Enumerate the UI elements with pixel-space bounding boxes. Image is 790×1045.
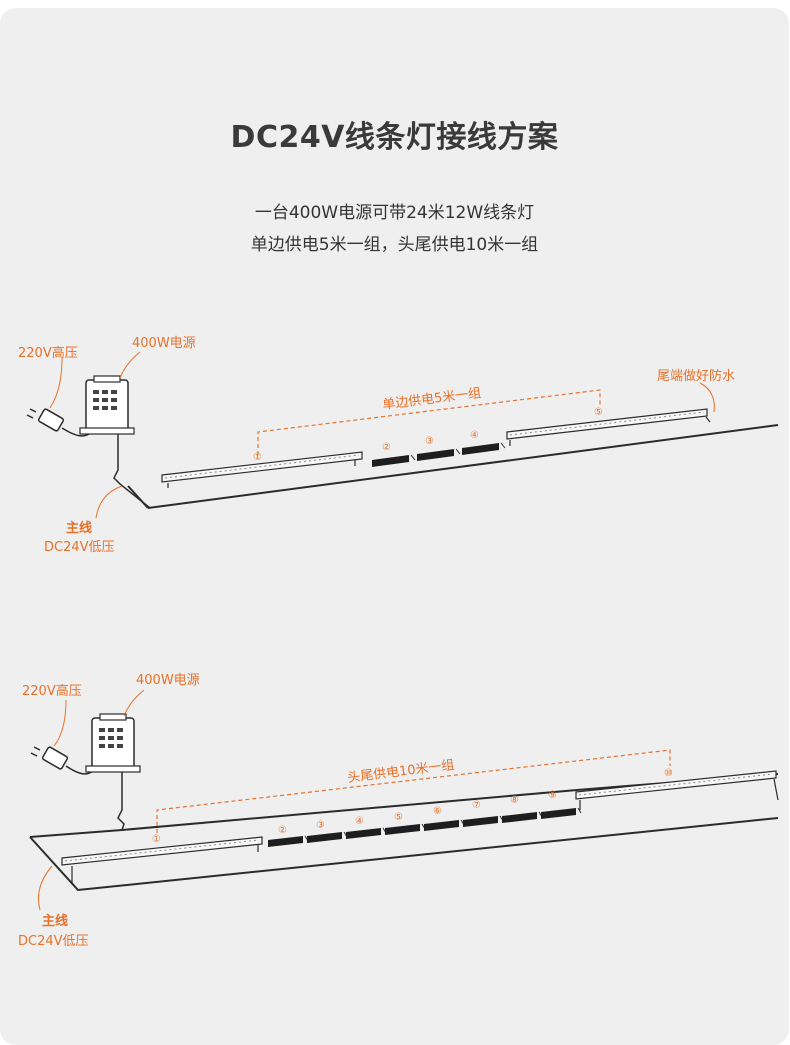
label-main-cable: 主线 bbox=[66, 520, 92, 536]
number-3: ③ bbox=[316, 820, 325, 831]
light-bar-5 bbox=[385, 823, 426, 835]
number-1: ① bbox=[152, 834, 161, 845]
light-bar-6 bbox=[424, 819, 465, 831]
number-2: ② bbox=[278, 825, 287, 836]
light-bar-7 bbox=[463, 815, 504, 827]
background-card: DC24V线条灯接线方案 一台400W电源可带24米12W线条灯 单边供电5米一… bbox=[0, 8, 789, 1045]
number-10: ⑩ bbox=[664, 768, 673, 779]
number-3: ③ bbox=[425, 436, 434, 447]
group-bracket bbox=[156, 749, 671, 833]
number-7: ⑦ bbox=[472, 800, 481, 811]
number-5: ⑤ bbox=[394, 812, 403, 823]
power-supply-icon bbox=[85, 713, 141, 773]
main-cable bbox=[113, 434, 151, 509]
wiring-diagram-single-feed: 220V高压 400W电源 单边供电5米一组 尾端做好防水 主线 DC24V低压… bbox=[18, 336, 779, 555]
wiring-diagram-dual-feed: 220V高压 400W电源 头尾供电10米一组 主线 DC24V低压 ① ② ③… bbox=[18, 673, 779, 949]
number-5: ⑤ bbox=[594, 407, 603, 418]
light-bar-2 bbox=[268, 835, 309, 847]
number-4: ④ bbox=[470, 430, 479, 441]
label-group: 单边供电5米一组 bbox=[382, 386, 482, 413]
light-bar-4 bbox=[346, 827, 387, 839]
ground-plane-outline bbox=[147, 424, 779, 509]
power-supply-icon bbox=[79, 375, 135, 435]
light-bar-8 bbox=[502, 811, 543, 823]
label-dc-low-voltage: DC24V低压 bbox=[18, 934, 89, 949]
label-waterproof-end: 尾端做好防水 bbox=[657, 368, 735, 384]
label-220v: 220V高压 bbox=[22, 683, 82, 699]
light-bar-3 bbox=[307, 831, 348, 843]
label-main-cable: 主线 bbox=[42, 913, 68, 929]
light-bar-10 bbox=[575, 770, 779, 810]
light-bar-9 bbox=[541, 807, 582, 819]
label-dc-low-voltage: DC24V低压 bbox=[44, 540, 115, 555]
page-title: DC24V线条灯接线方案 bbox=[230, 120, 559, 155]
subtitle-line-2: 单边供电5米一组，头尾供电10米一组 bbox=[250, 235, 539, 255]
light-bar-5 bbox=[506, 408, 711, 446]
label-220v: 220V高压 bbox=[18, 345, 78, 361]
subtitle-line-1: 一台400W电源可带24米12W线条灯 bbox=[254, 203, 535, 223]
main-cable bbox=[117, 772, 125, 831]
number-8: ⑧ bbox=[510, 795, 519, 806]
light-bar-4 bbox=[462, 442, 506, 455]
label-power-supply: 400W电源 bbox=[136, 673, 200, 688]
number-4: ④ bbox=[355, 816, 364, 827]
number-6: ⑥ bbox=[433, 806, 442, 817]
number-1: ① bbox=[253, 452, 262, 463]
light-bar-1 bbox=[61, 836, 263, 884]
light-bar-1 bbox=[161, 451, 363, 488]
label-power-supply: 400W电源 bbox=[132, 336, 196, 351]
number-9: ⑨ bbox=[548, 790, 557, 801]
light-bar-2 bbox=[372, 454, 416, 467]
number-2: ② bbox=[382, 442, 391, 453]
ground-plane-edge bbox=[29, 817, 779, 892]
light-bar-3 bbox=[417, 448, 461, 461]
plug-icon bbox=[30, 746, 97, 775]
